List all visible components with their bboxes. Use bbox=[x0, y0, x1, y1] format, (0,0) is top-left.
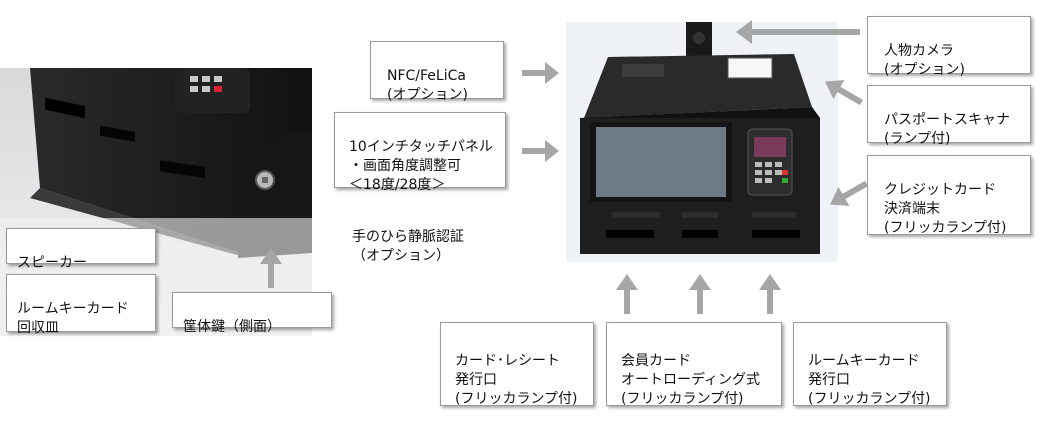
callout-vein-auth-text: 手のひら静脈認証 （オプション） bbox=[352, 229, 464, 264]
label-speaker: スピーカー bbox=[6, 228, 156, 271]
arrow-member-card bbox=[689, 274, 711, 314]
callout-room-key-issue: ルームキーカード 発行口 (フリッカランプ付) bbox=[793, 322, 947, 407]
arrow-nfc bbox=[522, 62, 559, 84]
arrow-passport bbox=[825, 79, 863, 106]
arrow-credit bbox=[830, 180, 868, 207]
callout-credit-terminal-text: クレジットカード 決済端末 (フリッカランプ付) bbox=[884, 182, 1007, 236]
callout-touch-panel-text: 10インチタッチパネル ・画面角度調整可 ＜18度/28度＞ bbox=[349, 139, 493, 193]
callout-member-card-text: 会員カード オートローディング式 (フリッカランプ付) bbox=[621, 353, 761, 407]
callout-card-receipt: カード･レシート 発行口 (フリッカランプ付) bbox=[440, 322, 594, 407]
label-room-key-return-text: ルームキーカード 回収皿 bbox=[17, 301, 129, 336]
label-room-key-return: ルームキーカード 回収皿 bbox=[6, 274, 156, 336]
callout-vein-auth: 手のひら静脈認証 （オプション） bbox=[352, 209, 502, 266]
label-case-key: 筐体鍵（側面） bbox=[172, 292, 332, 335]
callout-person-camera: 人物カメラ (オプション) bbox=[867, 16, 1031, 78]
callout-passport-scanner: パスポートスキャナ (ランプ付) bbox=[867, 85, 1031, 147]
callout-room-key-issue-text: ルームキーカード 発行口 (フリッカランプ付) bbox=[808, 353, 931, 407]
callout-person-camera-text: 人物カメラ (オプション) bbox=[884, 43, 965, 78]
callout-credit-terminal: クレジットカード 決済端末 (フリッカランプ付) bbox=[867, 155, 1031, 236]
callout-member-card: 会員カード オートローディング式 (フリッカランプ付) bbox=[606, 322, 782, 407]
arrow-card-receipt bbox=[616, 274, 638, 314]
callout-nfc: NFC/FeLiCa (オプション) bbox=[370, 41, 504, 103]
callout-touch-panel: 10インチタッチパネル ・画面角度調整可 ＜18度/28度＞ bbox=[334, 112, 506, 193]
arrow-case-key bbox=[260, 248, 282, 288]
callout-nfc-text: NFC/FeLiCa (オプション) bbox=[387, 68, 468, 103]
arrow-room-key-issue bbox=[759, 274, 781, 314]
arrow-touch-panel bbox=[522, 140, 559, 162]
label-speaker-text: スピーカー bbox=[17, 255, 87, 271]
device-closeup-photo bbox=[0, 68, 312, 336]
callout-passport-scanner-text: パスポートスキャナ (ランプ付) bbox=[884, 112, 1010, 147]
arrow-camera bbox=[736, 20, 860, 44]
callout-card-receipt-text: カード･レシート 発行口 (フリッカランプ付) bbox=[455, 353, 578, 407]
kiosk-device-photo bbox=[566, 22, 838, 262]
label-case-key-text: 筐体鍵（側面） bbox=[183, 319, 281, 335]
